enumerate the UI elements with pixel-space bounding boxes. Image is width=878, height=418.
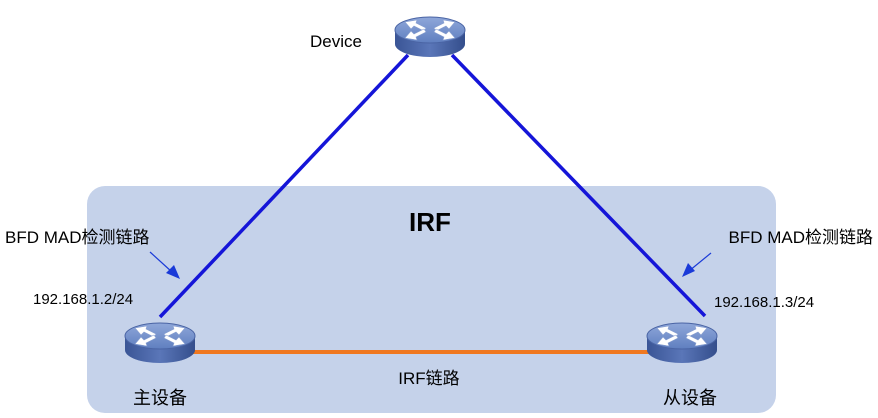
router-switch-icon[interactable] <box>646 322 718 364</box>
bfd-link-right <box>450 53 707 318</box>
irf-group-region <box>87 186 776 413</box>
router-switch-icon[interactable] <box>124 322 196 364</box>
bfd-link-label-left: BFD MAD检测链路 <box>5 228 150 247</box>
master-ip-label: 192.168.1.2/24 <box>33 291 133 308</box>
slave-ip-label: 192.168.1.3/24 <box>714 294 814 311</box>
irf-link-label: IRF链路 <box>398 369 459 388</box>
bfd-link-left <box>158 53 410 319</box>
router-switch-icon[interactable] <box>394 16 466 58</box>
callout-arrow-right <box>682 252 712 277</box>
callout-arrow-left <box>149 251 180 279</box>
device-label: Device <box>310 32 362 51</box>
slave-device-label: 从设备 <box>663 388 717 408</box>
irf-group-title: IRF <box>409 207 451 237</box>
bfd-link-label-right: BFD MAD检测链路 <box>729 228 874 247</box>
master-device-label: 主设备 <box>133 388 187 408</box>
